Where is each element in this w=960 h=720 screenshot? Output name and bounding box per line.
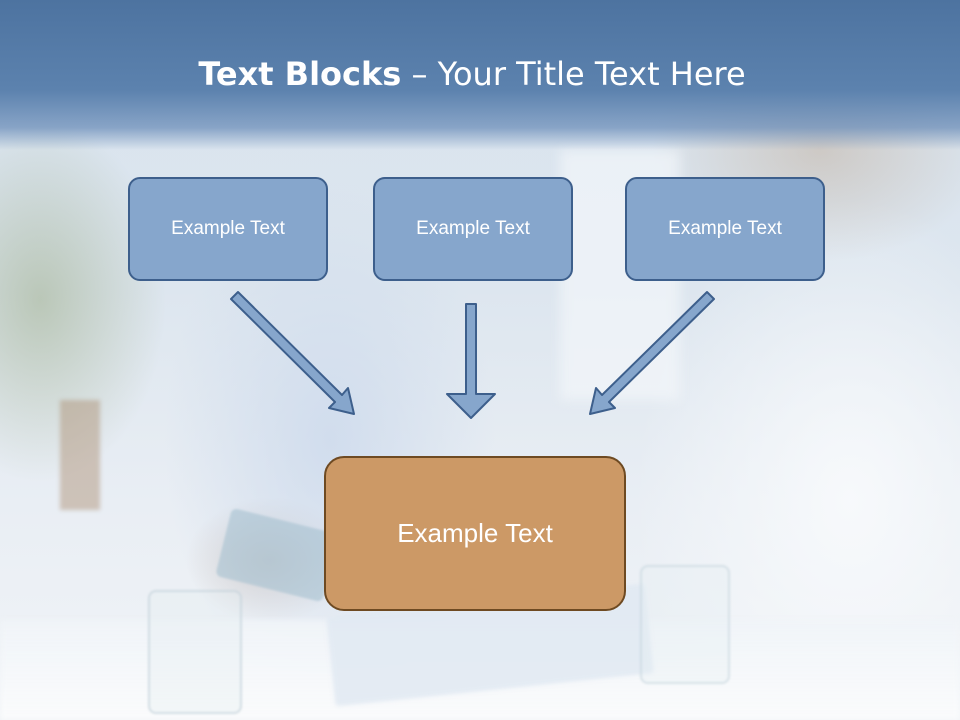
text-block-center[interactable]: Example Text (373, 177, 573, 281)
slide-title-rest: Your Title Text Here (437, 55, 746, 93)
text-block-center-label: Example Text (416, 218, 530, 239)
text-block-left[interactable]: Example Text (128, 177, 328, 281)
slide-title: Text Blocks – Your Title Text Here (0, 52, 944, 96)
photo-tablet (215, 507, 339, 603)
photo-glass-right (640, 565, 730, 684)
text-block-right-label: Example Text (668, 218, 782, 239)
text-block-right[interactable]: Example Text (625, 177, 825, 281)
photo-glass-left (148, 590, 242, 714)
slide-title-dash: – (401, 55, 438, 93)
target-text-block-label: Example Text (397, 518, 553, 548)
target-text-block[interactable]: Example Text (324, 456, 626, 611)
slide-title-bold: Text Blocks (198, 55, 402, 93)
photo-chair (60, 400, 100, 510)
text-block-left-label: Example Text (171, 218, 285, 239)
title-band (0, 0, 960, 150)
